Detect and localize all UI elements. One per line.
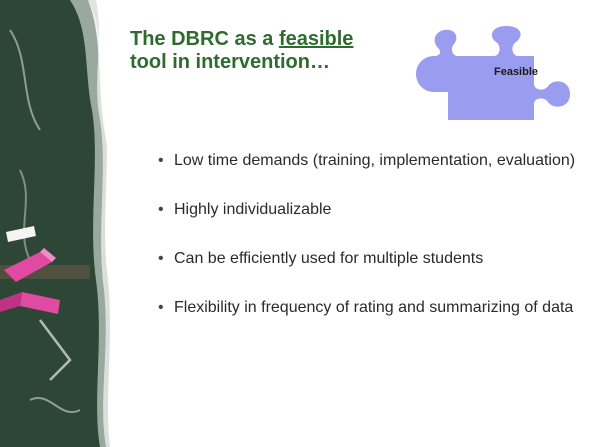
bullet-item: Flexibility in frequency of rating and s… xyxy=(158,297,583,318)
bullet-item: Low time demands (training, implementati… xyxy=(158,150,583,171)
title-part1: The DBRC as a xyxy=(130,28,279,50)
bullet-item: Can be efficiently used for multiple stu… xyxy=(158,248,583,269)
bullet-list: Low time demands (training, implementati… xyxy=(158,150,583,346)
chalk-piece-image xyxy=(0,226,60,314)
title-underlined-word: feasible xyxy=(278,28,354,50)
title-part2: tool in intervention… xyxy=(130,51,330,73)
puzzle-piece-icon xyxy=(416,26,570,120)
bullet-item: Highly individualizable xyxy=(158,199,583,220)
puzzle-label: Feasible xyxy=(493,66,539,78)
